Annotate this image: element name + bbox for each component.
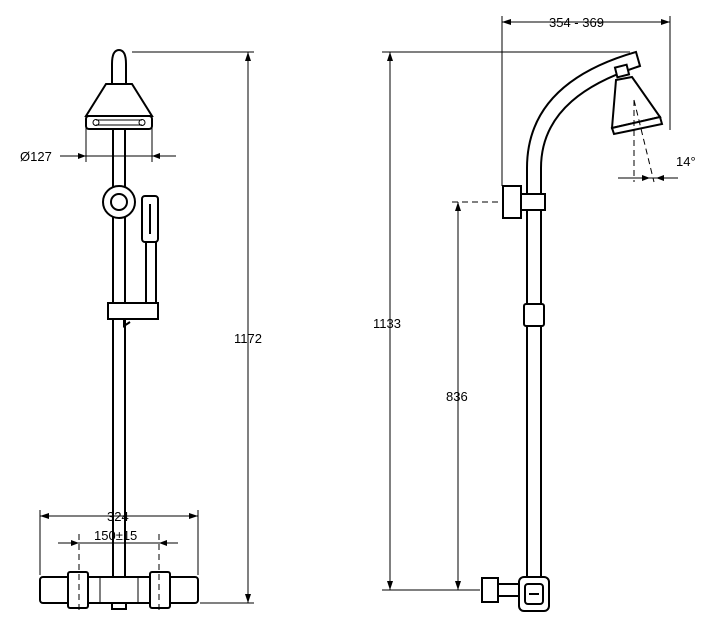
side-slider-body [520, 193, 546, 211]
front-top-elbow [111, 48, 127, 85]
side-holder-bracket [523, 303, 545, 327]
side-shower-head-rim [610, 115, 664, 136]
dim-head-diameter [60, 127, 176, 162]
front-thermostatic-mixer [39, 576, 199, 604]
dim-slider-height [452, 201, 503, 590]
side-wall-connector [481, 577, 499, 603]
front-holder-clip [123, 319, 131, 328]
dim-total-height-front [132, 51, 254, 604]
side-riser-pipe [526, 195, 542, 585]
dim-arm-reach-label: 354 - 369 [549, 15, 604, 30]
front-mixer-outlet [111, 602, 127, 610]
front-handshower-holder [107, 302, 159, 320]
front-slider-ring-inner [110, 193, 128, 211]
front-shower-head-rim [85, 115, 153, 130]
front-view: Ø127 1172 324 150±15 [20, 48, 262, 610]
dim-total-height-front-label: 1172 [234, 331, 262, 346]
front-mixer-right-handle [149, 571, 171, 609]
side-view: 14° 354 - 369 1133 [373, 15, 696, 612]
dim-total-height-side [382, 51, 630, 591]
dim-mixer-width-label: 324 [107, 509, 129, 524]
dim-slider-height-label: 836 [446, 389, 468, 404]
dim-mixer-width [39, 510, 199, 575]
side-mixer-inlet [497, 583, 520, 597]
dim-arm-reach [501, 16, 671, 186]
dim-inlet-centres [58, 540, 178, 546]
side-arm-joint [613, 63, 631, 79]
side-slider-collar [502, 185, 522, 219]
dim-total-height-side-label: 1133 [373, 316, 401, 331]
dim-inlet-centres-label: 150±15 [94, 528, 137, 543]
dim-head-tilt-label: 14° [676, 154, 696, 169]
side-head-axis [633, 99, 655, 183]
front-shower-head-nozzles [92, 119, 146, 126]
dim-head-diameter-label: Ø127 [20, 149, 52, 164]
side-curved-arm [526, 50, 642, 197]
front-shower-head [84, 83, 154, 117]
front-mixer-left-handle [67, 571, 89, 609]
front-handshower-grip [145, 241, 157, 305]
